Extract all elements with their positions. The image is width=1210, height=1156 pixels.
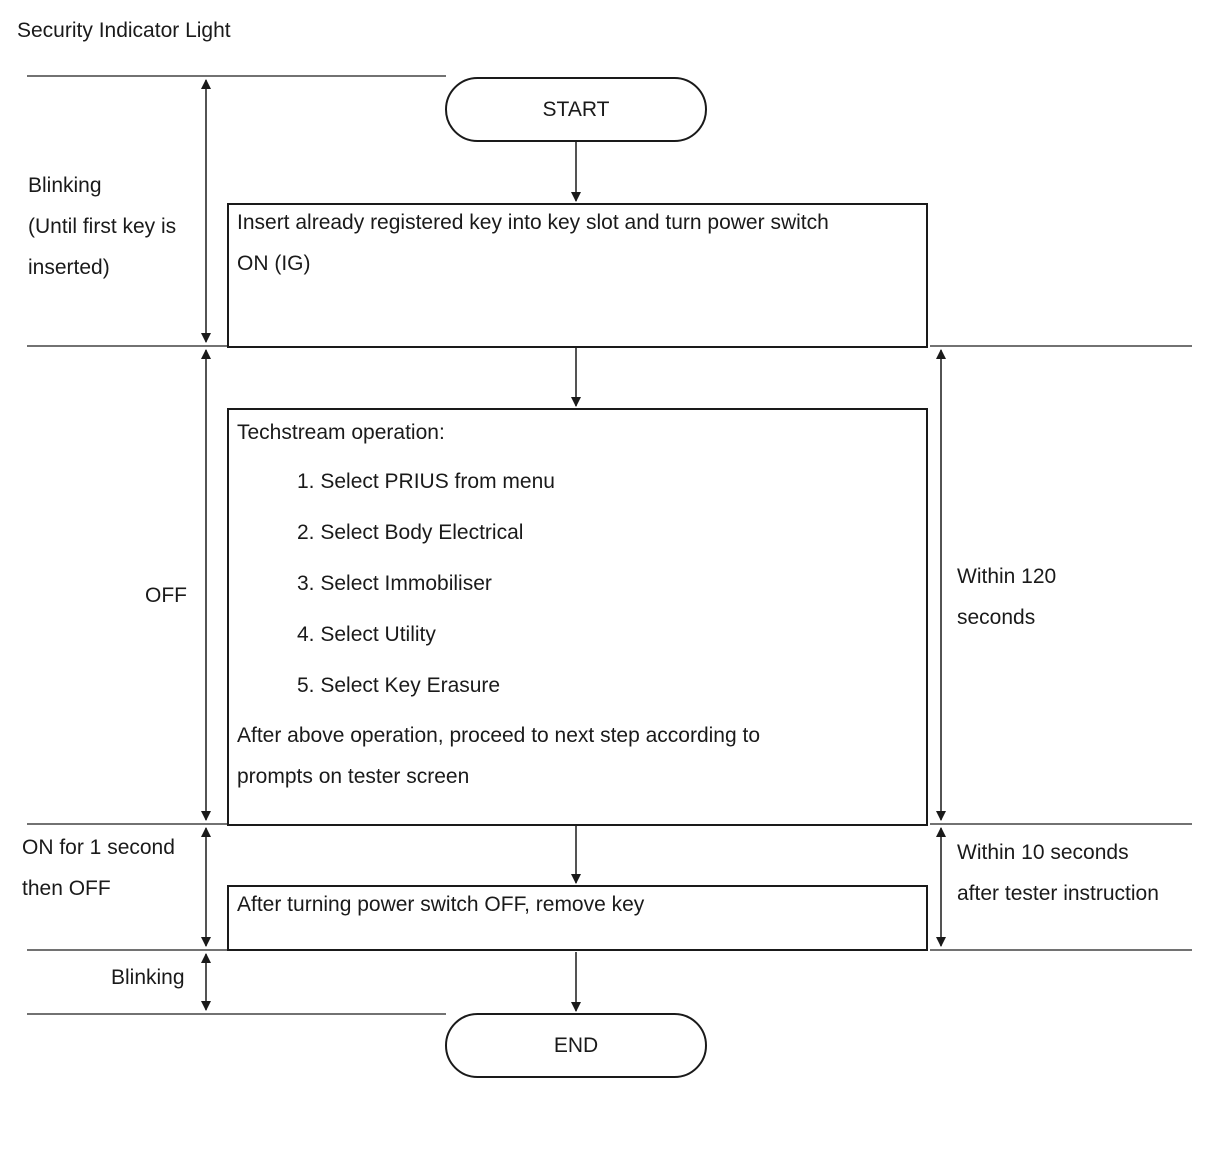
right-label-within-10-line2: after tester instruction (957, 882, 1159, 905)
start-terminal: START (445, 77, 707, 142)
left-label-off: OFF (145, 584, 187, 607)
end-label: END (553, 1033, 599, 1057)
step2-footer-line2: prompts on tester screen (237, 765, 470, 788)
end-terminal: END (445, 1013, 707, 1078)
start-label: START (542, 97, 610, 121)
step2-item-3: 3. Select Immobiliser (297, 572, 492, 595)
step2-box: Techstream operation: 1. Select PRIUS fr… (227, 408, 928, 826)
left-label-blinking-1-line3: inserted) (28, 256, 110, 279)
left-label-blinking-1-line2: (Until first key is (28, 215, 177, 238)
right-label-within-120-line2: seconds (957, 606, 1036, 629)
diagram-title: Security Indicator Light (17, 19, 231, 42)
left-label-on-then-off-line1: ON for 1 second (22, 836, 175, 859)
step2-item-2: 2. Select Body Electrical (297, 521, 524, 544)
left-label-on-then-off-line2: then OFF (22, 877, 111, 900)
left-label-blinking-1-line1: Blinking (28, 174, 102, 197)
step1-line1: Insert already registered key into key s… (237, 211, 829, 234)
right-label-within-10-line1: Within 10 seconds (957, 841, 1129, 864)
step3-box: After turning power switch OFF, remove k… (227, 885, 928, 951)
step2-item-1: 1. Select PRIUS from menu (297, 470, 555, 493)
step2-item-4: 4. Select Utility (297, 623, 436, 646)
left-label-blinking-2: Blinking (111, 966, 185, 989)
right-label-within-120-line1: Within 120 (957, 565, 1057, 588)
step3-line1: After turning power switch OFF, remove k… (237, 893, 645, 916)
step2-item-5: 5. Select Key Erasure (297, 674, 501, 697)
step1-box: Insert already registered key into key s… (227, 203, 928, 348)
step1-line2: ON (IG) (237, 252, 311, 275)
step2-footer-line1: After above operation, proceed to next s… (237, 724, 761, 747)
step2-heading: Techstream operation: (237, 421, 445, 444)
